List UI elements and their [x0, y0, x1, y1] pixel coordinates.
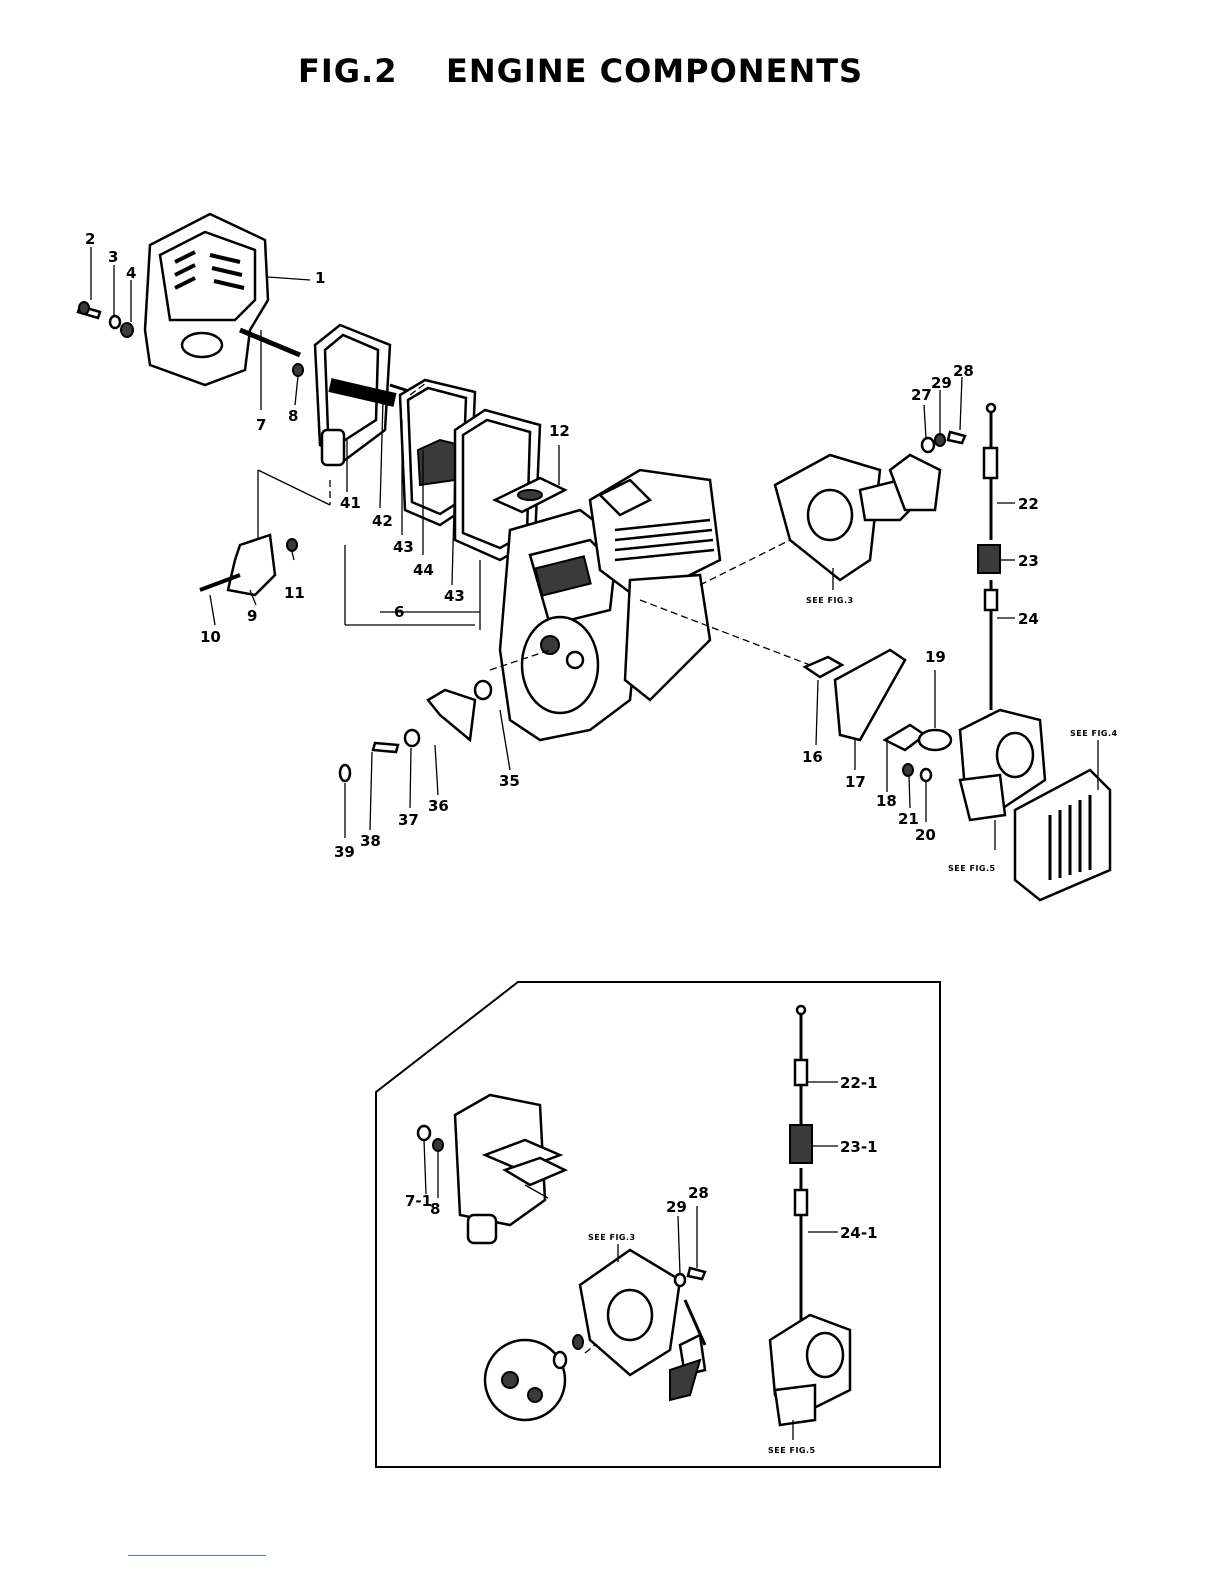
elbow-part — [200, 535, 297, 595]
label-44: 44 — [413, 561, 434, 579]
see-fig4-note: SEE FIG.4 — [1070, 729, 1118, 738]
label-17: 17 — [845, 773, 866, 791]
label-6: 6 — [394, 603, 404, 621]
label-24: 24 — [1018, 610, 1039, 628]
label-42: 42 — [372, 512, 393, 530]
label-27: 27 — [911, 386, 932, 404]
inset-label-8: 8 — [430, 1200, 440, 1218]
muffler-cover-part — [145, 214, 268, 385]
label-28: 28 — [953, 362, 974, 380]
label-35: 35 — [499, 772, 520, 790]
starter-housing-part — [775, 455, 940, 580]
label-9: 9 — [247, 607, 257, 625]
label-8: 8 — [288, 407, 298, 425]
screws-27-28-29 — [922, 432, 965, 452]
footer-rule — [128, 1555, 266, 1556]
see-fig3-note: SEE FIG.3 — [806, 596, 854, 605]
label-19: 19 — [925, 648, 946, 666]
label-1: 1 — [315, 269, 325, 287]
label-37: 37 — [398, 811, 419, 829]
inset-label-29: 29 — [666, 1198, 687, 1216]
label-23: 23 — [1018, 552, 1039, 570]
insulator-gaskets-part — [805, 650, 951, 781]
label-10: 10 — [200, 628, 221, 646]
label-12: 12 — [549, 422, 570, 440]
label-41: 41 — [340, 494, 361, 512]
label-39: 39 — [334, 843, 355, 861]
inset-label-28: 28 — [688, 1184, 709, 1202]
label-38: 38 — [360, 832, 381, 850]
label-20: 20 — [915, 826, 936, 844]
label-29: 29 — [931, 374, 952, 392]
label-43a: 43 — [393, 538, 414, 556]
label-4: 4 — [126, 264, 136, 282]
label-43b: 43 — [444, 587, 465, 605]
inset-see-fig5-note: SEE FIG.5 — [768, 1446, 816, 1455]
label-7: 7 — [256, 416, 266, 434]
inset-label-22-1: 22-1 — [840, 1074, 878, 1092]
label-11: 11 — [284, 584, 305, 602]
inset-label-23-1: 23-1 — [840, 1138, 878, 1156]
inset-see-fig3-note: SEE FIG.3 — [588, 1233, 636, 1242]
magnet-parts-35-39 — [340, 681, 491, 781]
label-2: 2 — [85, 230, 95, 248]
label-18: 18 — [876, 792, 897, 810]
variant-inset-box: 22-1 23-1 24-1 28 29 7-1 8 SEE FIG.3 SEE… — [376, 982, 940, 1467]
label-21: 21 — [898, 810, 919, 828]
inset-label-7-1: 7-1 — [405, 1192, 432, 1210]
screw-washers-2-3-4 — [78, 302, 133, 337]
throttle-cable-part — [978, 404, 1000, 710]
inset-label-24-1: 24-1 — [840, 1224, 878, 1242]
label-36: 36 — [428, 797, 449, 815]
see-fig5-note: SEE FIG.5 — [948, 864, 996, 873]
label-3: 3 — [108, 248, 118, 266]
label-16: 16 — [802, 748, 823, 766]
label-22: 22 — [1018, 495, 1039, 513]
